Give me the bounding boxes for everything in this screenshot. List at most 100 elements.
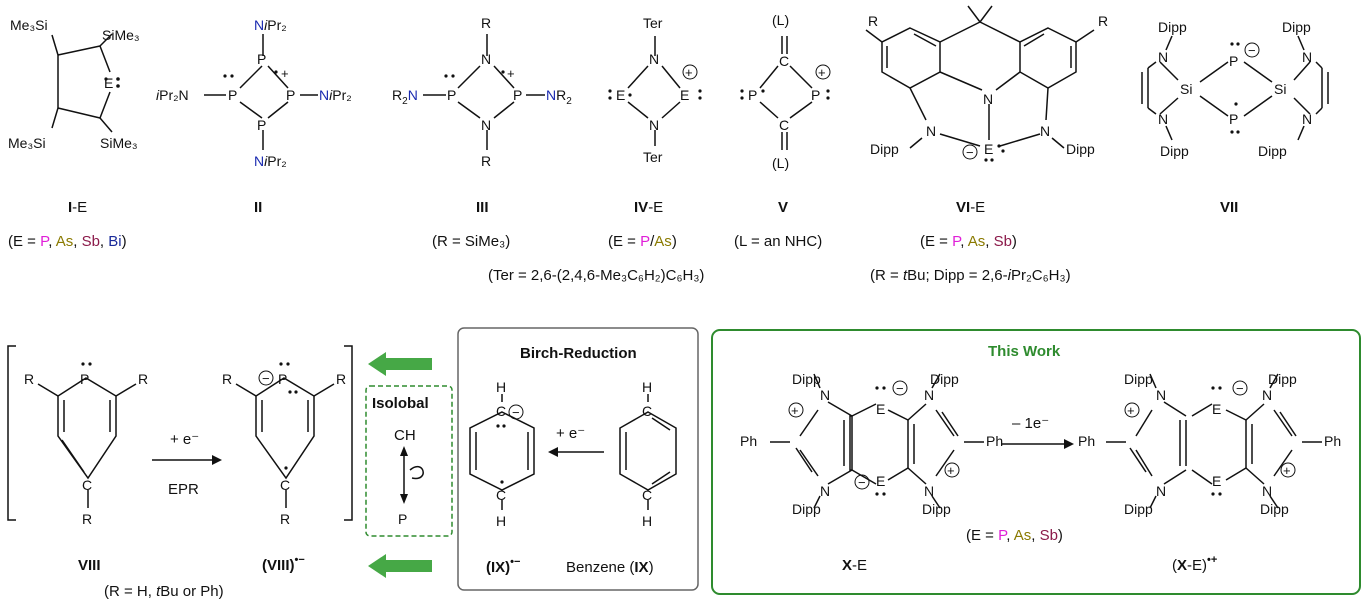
reduction-arrow-viii xyxy=(152,455,222,465)
compound-IX-benzene: H C C H xyxy=(619,379,677,529)
ter-label: Ter xyxy=(643,149,663,165)
compound-V-name: V xyxy=(778,199,788,216)
nipr2-label: NiPr₂ xyxy=(254,17,287,33)
compound-II-name: II xyxy=(254,199,262,216)
compound-IV-name: IV-E xyxy=(634,199,663,216)
c-atom-label: C xyxy=(779,53,789,69)
dipp-label: Dipp xyxy=(1268,371,1297,387)
p-atom-label: P xyxy=(80,371,89,387)
dipp-label: Dipp xyxy=(1160,143,1189,159)
compound-II: P P P P + NiPr₂ NiPr₂ iPr₂N NiPr₂ xyxy=(156,17,352,169)
green-arrow-bottom xyxy=(368,554,432,578)
dipp-label: Dipp xyxy=(870,141,899,157)
p-atom-label: P xyxy=(286,87,295,103)
n-atom-label: N xyxy=(820,483,830,499)
c-atom-label: C xyxy=(280,477,290,493)
plus-charge: + xyxy=(1283,463,1291,478)
e-atom-label: E xyxy=(1212,401,1221,417)
p-atom-label: P xyxy=(257,117,266,133)
r-label: R xyxy=(138,371,148,387)
me3si-label: Me₃Si xyxy=(10,17,48,33)
compound-I-condition: (E = P, As, Sb, Bi) xyxy=(8,233,127,250)
p-atom-label: P xyxy=(447,87,456,103)
n-atom-label: N xyxy=(983,91,993,107)
c-atom-label: C xyxy=(642,403,652,419)
phenyl-label: Ph xyxy=(740,433,757,449)
n-atom-label: N xyxy=(1158,49,1168,65)
n-atom-label: N xyxy=(924,483,934,499)
compound-VIII-name: VIII xyxy=(78,557,101,574)
isolobal-double-arrow xyxy=(400,446,424,504)
e-atom-label: E xyxy=(104,75,113,91)
minus-charge: − xyxy=(1236,381,1244,396)
bracket-right xyxy=(344,345,353,521)
r-label: R xyxy=(336,371,346,387)
minus-charge: − xyxy=(1248,43,1256,58)
benzene-IX-name: Benzene (IX) xyxy=(566,559,654,576)
e-atom-label: E xyxy=(616,87,625,103)
c-atom-label: C xyxy=(496,403,506,419)
minus-charge: − xyxy=(262,371,270,386)
r-label: R xyxy=(481,153,491,169)
e-atom-label: E xyxy=(680,87,689,103)
compound-VI-r-definition: (R = tBu; Dipp = 2,6-iPr₂C₆H₃) xyxy=(870,267,1071,284)
h-atom-label: H xyxy=(496,379,506,395)
n-atom-label: N xyxy=(820,387,830,403)
n-atom-label: N xyxy=(481,117,491,133)
minus-charge: − xyxy=(966,145,974,160)
orbital-lobe-icon xyxy=(409,466,424,480)
h-atom-label: H xyxy=(496,513,506,529)
compound-VI: R R N N N E − Dipp Dipp xyxy=(865,5,1108,162)
n-atom-label: N xyxy=(1262,387,1272,403)
compound-VI-name: VI-E xyxy=(956,199,985,216)
p-atom-label: P xyxy=(811,87,820,103)
e-atom-label: E xyxy=(984,141,993,157)
n-atom-label: N xyxy=(1262,483,1272,499)
nipr2-label: NiPr₂ xyxy=(319,87,352,103)
reagent-epr: EPR xyxy=(168,481,199,498)
n-atom-label: N xyxy=(649,117,659,133)
isolobal-box xyxy=(365,385,453,537)
isolobal-title: Isolobal xyxy=(372,395,429,412)
reagent-minus-electron: – 1e⁻ xyxy=(1012,415,1049,432)
p-atom-label: P xyxy=(257,51,266,67)
nr2-label: NR2 xyxy=(546,87,572,107)
h-atom-label: H xyxy=(642,513,652,529)
c-atom-label: C xyxy=(496,487,506,503)
p-atom-label: P xyxy=(278,371,287,387)
this-work-title: This Work xyxy=(988,343,1061,360)
compound-VI-condition: (E = P, As, Sb) xyxy=(920,233,1017,250)
n-atom-label: N xyxy=(1302,49,1312,65)
ipr2n-label: iPr₂N xyxy=(156,87,189,103)
plus-charge: + xyxy=(818,65,826,80)
r-label: R xyxy=(280,511,290,527)
me3si-label: Me₃Si xyxy=(8,135,46,151)
r-label: R xyxy=(481,15,491,31)
phenyl-label: Ph xyxy=(1324,433,1341,449)
compound-I: Me₃Si SiMe₃ Me₃Si SiMe₃ E xyxy=(8,17,140,151)
si-atom-label: Si xyxy=(1180,81,1192,97)
p-atom-label: P xyxy=(1229,111,1238,127)
plus-charge: + xyxy=(507,66,515,81)
sime3-label: SiMe₃ xyxy=(100,135,138,151)
plus-charge: + xyxy=(1127,403,1135,418)
minus-charge: − xyxy=(512,405,520,420)
plus-charge: + xyxy=(791,403,799,418)
dipp-label: Dipp xyxy=(1260,501,1289,517)
plus-charge: + xyxy=(281,66,289,81)
h-atom-label: H xyxy=(642,379,652,395)
birch-reduction-title: Birch-Reduction xyxy=(520,345,637,362)
si-atom-label: Si xyxy=(1274,81,1286,97)
plus-charge: + xyxy=(947,463,955,478)
plus-charge: + xyxy=(685,65,693,80)
dipp-label: Dipp xyxy=(1158,19,1187,35)
compound-VIII-radical-anion: P − R R C R xyxy=(222,362,346,527)
compound-IV: N N E E + Ter Ter xyxy=(608,15,702,165)
dipp-label: Dipp xyxy=(1124,371,1153,387)
compound-VIII-radical-anion-name: (VIII)•− xyxy=(262,554,305,574)
reagent-plus-electron: + e⁻ xyxy=(556,425,585,442)
r-label: R xyxy=(24,371,34,387)
dipp-label: Dipp xyxy=(930,371,959,387)
dipp-label: Dipp xyxy=(792,501,821,517)
